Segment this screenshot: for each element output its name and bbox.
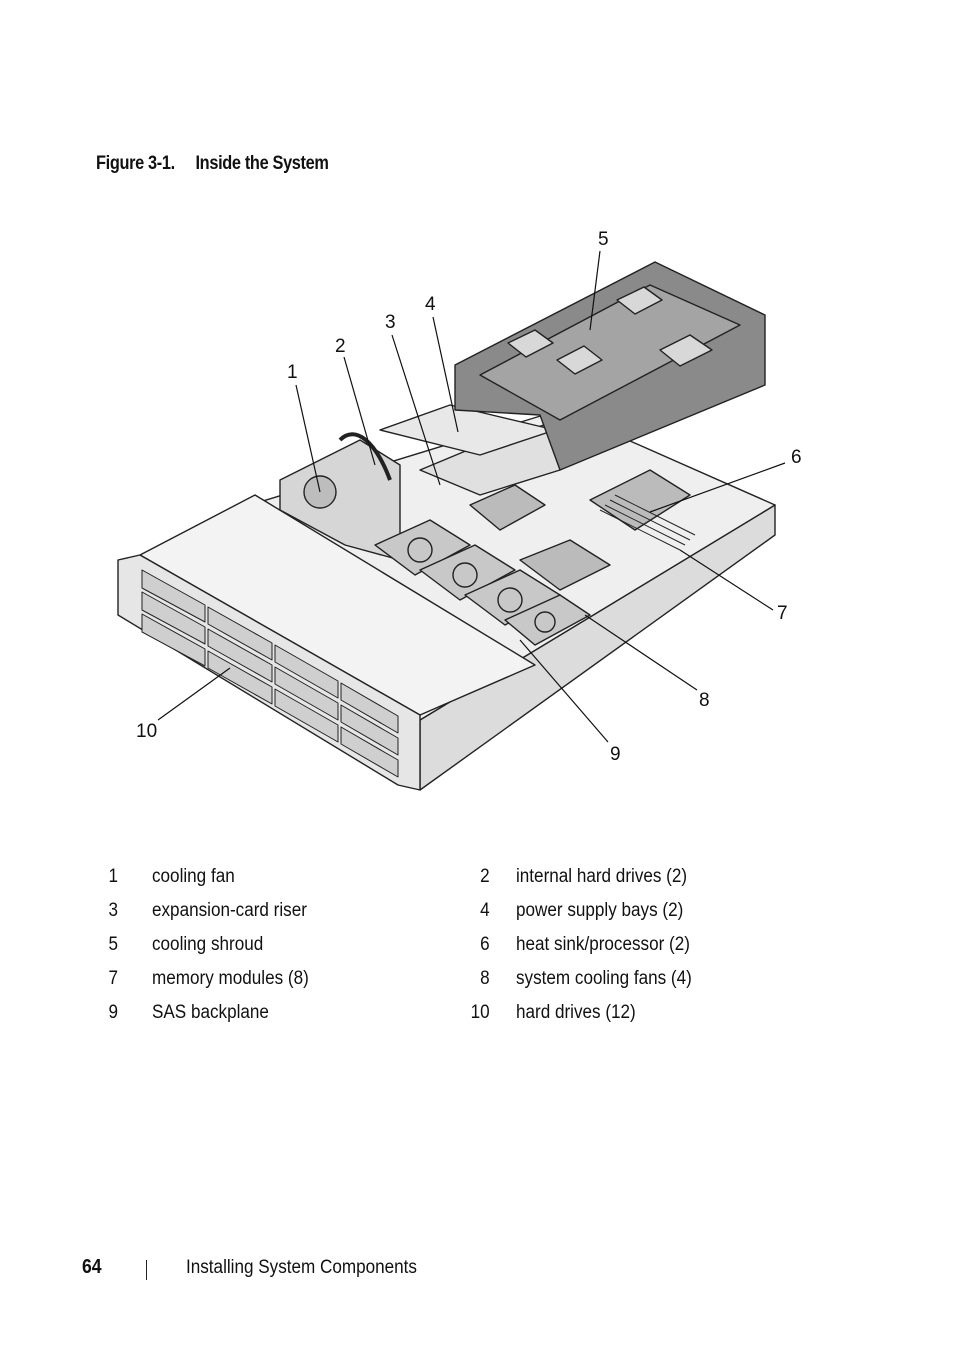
legend-number: 2 — [480, 866, 490, 887]
callout-1: 1 — [287, 362, 298, 383]
shroud-window — [556, 345, 603, 375]
legend-text: heat sink/processor (2) — [516, 934, 690, 955]
callout-numbers: 1 2 3 4 5 6 7 8 9 10 — [136, 229, 802, 765]
legend-number: 4 — [480, 900, 490, 921]
legend-text: system cooling fans (4) — [516, 968, 692, 989]
drive-handle — [338, 432, 392, 481]
legend-text: SAS backplane — [152, 1002, 269, 1023]
legend-number: 8 — [480, 968, 490, 989]
legend-row: 9 SAS backplane 10 hard drives (12) — [0, 1002, 954, 1036]
page-number: 64 — [82, 1256, 102, 1278]
callout-6: 6 — [791, 447, 802, 468]
legend-text: power supply bays (2) — [516, 900, 684, 921]
figure-title: Inside the System — [195, 153, 329, 174]
legend-text: memory modules (8) — [152, 968, 309, 989]
heat-sink — [469, 469, 691, 591]
legend-number: 10 — [470, 1002, 490, 1023]
callout-10: 10 — [136, 721, 157, 742]
shroud-window — [616, 286, 663, 315]
legend-text: cooling shroud — [152, 934, 264, 955]
figure-label: Figure 3-1. — [96, 153, 175, 174]
legend-number: 5 — [108, 934, 118, 955]
legend-number: 1 — [108, 866, 118, 887]
legend-number: 7 — [108, 968, 118, 989]
system-fan-bank — [374, 519, 591, 646]
shroud-window — [507, 329, 554, 358]
legend-text: internal hard drives (2) — [516, 866, 688, 887]
server-internal-illustration: 1 2 3 4 5 6 7 8 9 10 — [117, 229, 802, 791]
callout-7: 7 — [777, 603, 788, 624]
callout-leaders — [157, 250, 786, 743]
callout-5: 5 — [598, 229, 609, 250]
memory-modules — [599, 494, 696, 551]
legend-row: 1 cooling fan 2 internal hard drives (2) — [0, 866, 954, 900]
legend-row: 5 cooling shroud 6 heat sink/processor (… — [0, 934, 954, 968]
footer-divider — [146, 1260, 147, 1280]
running-title: Installing System Components — [186, 1257, 417, 1278]
legend-text: hard drives (12) — [516, 1002, 636, 1023]
figure-caption: Figure 3-1. Inside the System — [96, 153, 329, 175]
legend-number: 3 — [108, 900, 118, 921]
legend-text: expansion-card riser — [152, 900, 307, 921]
legend-row: 3 expansion-card riser 4 power supply ba… — [0, 900, 954, 934]
legend-row: 7 memory modules (8) 8 system cooling fa… — [0, 968, 954, 1002]
callout-2: 2 — [335, 336, 346, 357]
callout-3: 3 — [385, 312, 396, 333]
legend-text: cooling fan — [152, 866, 235, 887]
legend-number: 6 — [480, 934, 490, 955]
callout-legend: 1 cooling fan 2 internal hard drives (2)… — [0, 866, 954, 1036]
callout-9: 9 — [610, 744, 621, 765]
callout-8: 8 — [699, 690, 710, 711]
page-footer: 64 Installing System Components — [0, 1256, 954, 1286]
callout-4: 4 — [425, 294, 436, 315]
shroud-window — [659, 334, 713, 367]
legend-number: 9 — [108, 1002, 118, 1023]
hard-drive-grid — [141, 569, 399, 778]
